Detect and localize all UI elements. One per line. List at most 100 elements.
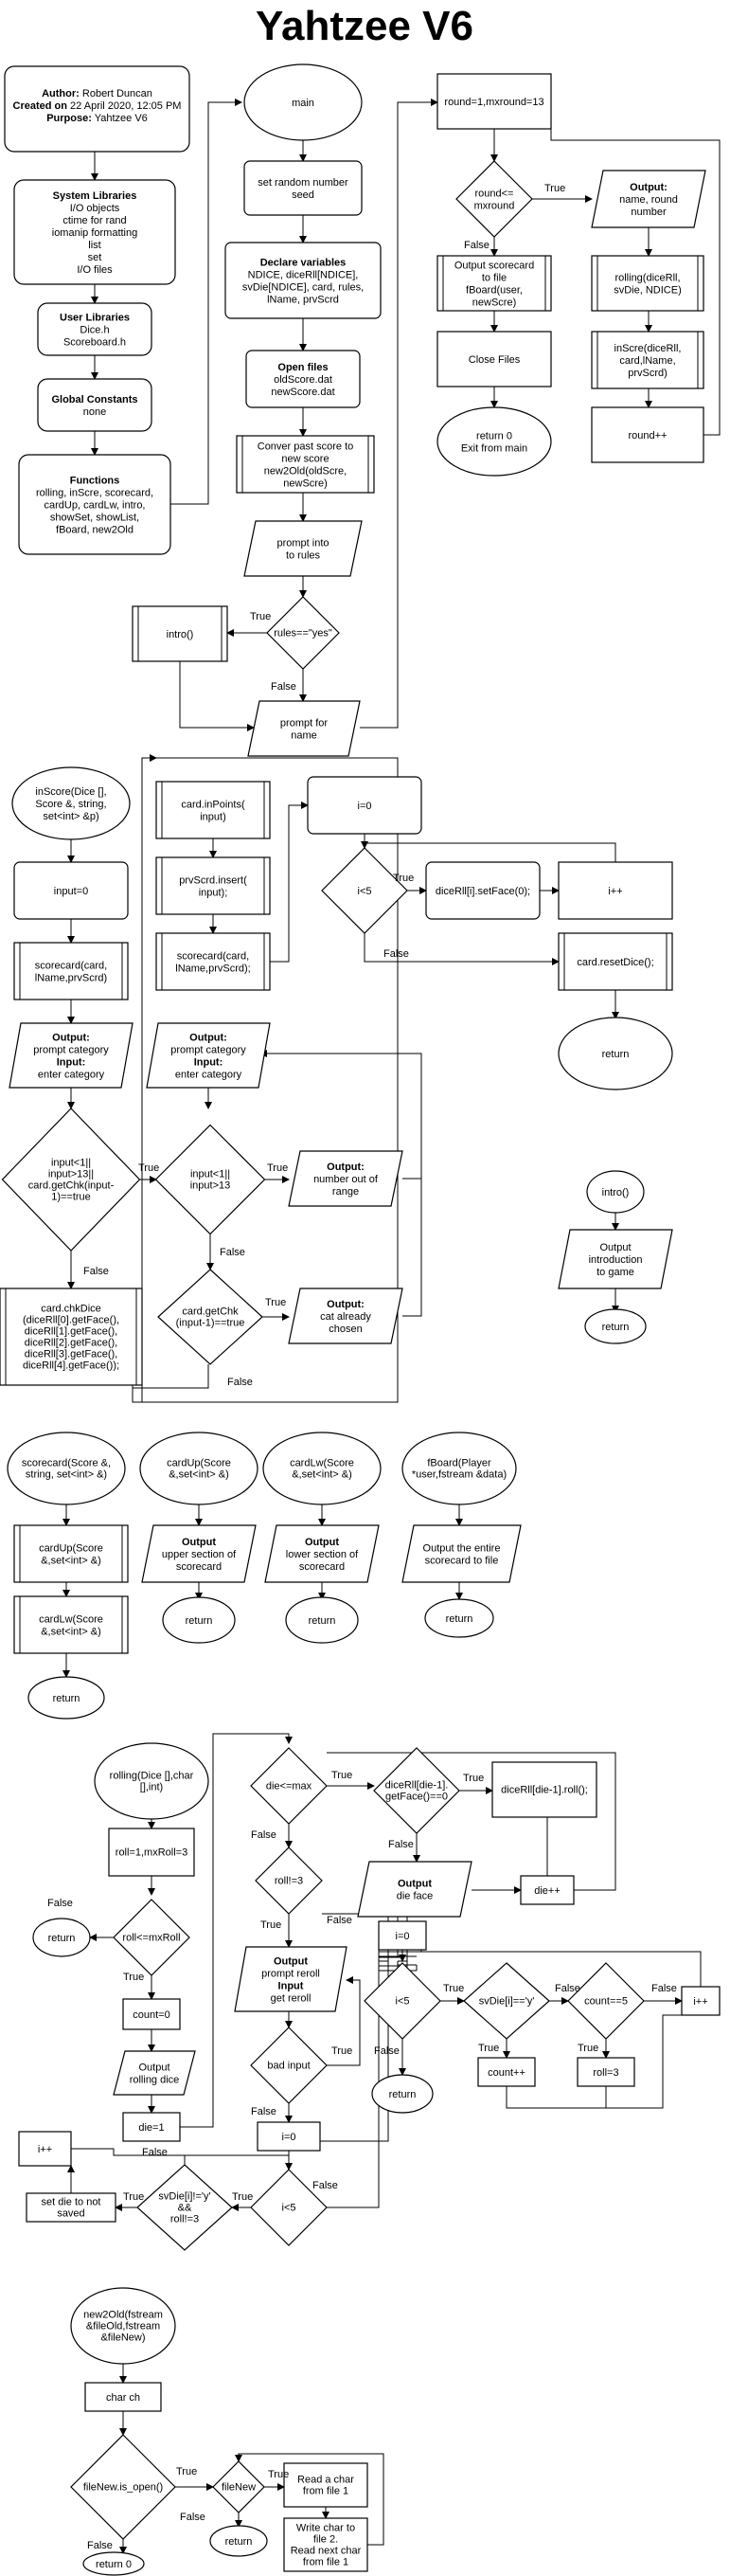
cardup-fn-start — [139, 1432, 258, 1505]
char-ch-box — [84, 2382, 162, 2412]
scorecard-call-2-box-text: scorecard(card,lName,prvScrd); — [175, 950, 250, 974]
round-inc-box — [591, 406, 704, 463]
intro-return — [584, 1308, 647, 1344]
read-char-box — [283, 2462, 368, 2508]
fboard-fn-start-text: fBoard(Player*user,fstream &data) — [412, 1458, 507, 1481]
set-seed-box — [243, 160, 363, 216]
chk-dice-box — [0, 1288, 143, 1386]
branch-label-true: True — [393, 873, 414, 884]
i-init-box — [307, 776, 422, 835]
rolling-return-2 — [371, 2074, 434, 2114]
inscre-decision-2-text: input<1||input>13 — [190, 1169, 231, 1192]
svdie2-decision — [463, 1962, 550, 2040]
roll-ne3-decision — [255, 1846, 323, 1915]
rules-decision — [266, 596, 340, 670]
output-name-round — [591, 170, 706, 228]
i-roll-decision — [250, 2169, 328, 2246]
open-files-box — [245, 350, 361, 408]
output-rolling — [113, 2050, 196, 2096]
branch-label-true: True — [544, 183, 565, 194]
in-points-box — [155, 781, 271, 839]
rolling-return-text: return — [48, 1933, 76, 1944]
count-inc-box-text: count++ — [488, 2067, 525, 2079]
inscre-return — [558, 1017, 673, 1090]
connector — [364, 933, 560, 965]
fboard-return — [424, 1598, 494, 1638]
prompt-category-2 — [146, 1022, 271, 1089]
new2old-start-text: new2Old(fstream&fileOld,fstream&fileNew) — [83, 2310, 163, 2344]
count-init-box — [122, 1998, 181, 2030]
rolling-start — [94, 1742, 209, 1820]
intro-call-box — [132, 605, 228, 662]
branch-label-false: False — [180, 2512, 205, 2523]
branch-label-false: False — [271, 681, 296, 693]
main-start — [243, 63, 363, 141]
branch-label-false: False — [220, 1247, 245, 1258]
diagram-title: Yahtzee V6 — [256, 3, 473, 49]
roll-decision — [113, 1899, 190, 1976]
chk-dice-box-text: card.chkDice(diceRll[0].getFace(),diceRl… — [23, 1304, 119, 1372]
set-face-box-text: diceRll[i].setFace(0); — [436, 886, 530, 897]
branch-label-false: False — [142, 2147, 168, 2158]
die-decision — [250, 1747, 328, 1825]
branch-label-false: False — [87, 2540, 113, 2551]
cardup-fn-start-text: cardUp(Score&,set<int> &) — [167, 1458, 231, 1481]
reset-dice-box — [558, 932, 673, 991]
inscre-return-text: return — [602, 1049, 630, 1060]
declare-variables-box — [224, 242, 382, 319]
connector — [179, 661, 255, 731]
roll-decision-text: roll<=mxRoll — [122, 1933, 180, 1944]
cardlw-return — [285, 1596, 359, 1644]
i-init-roll-box-text: i=0 — [282, 2132, 296, 2143]
cardup-call-box-text: cardUp(Score&,set<int> &) — [39, 1542, 103, 1566]
branch-label-false: False — [383, 948, 409, 960]
branch-label-true: True — [138, 1162, 159, 1174]
scorecard-call-box-text: scorecard(card,lName,prvScrd) — [35, 960, 107, 983]
close-files-box-text: Close Files — [469, 354, 521, 366]
die-decision-text: die<=max — [266, 1781, 312, 1792]
branch-label-false: False — [251, 2106, 276, 2117]
count-decision — [567, 1962, 645, 2040]
inscre-decision-1 — [1, 1108, 141, 1252]
connector — [402, 1179, 422, 1317]
roll-call-box-text: diceRll[die-1].roll(); — [501, 1785, 588, 1796]
rolling-call-box-text: rolling(diceRll,svDie, NDICE) — [614, 272, 682, 296]
file-open-decision — [70, 2434, 176, 2540]
i-roll-decision-text: i<5 — [282, 2203, 296, 2214]
intro-start — [586, 1170, 645, 1214]
scorecard-fn-return — [27, 1676, 105, 1720]
scorecard-fn-return-text: return — [53, 1693, 80, 1704]
branch-label-false: False — [388, 1839, 414, 1850]
branch-label-true: True — [331, 1770, 352, 1781]
connector — [360, 99, 438, 729]
cardup-return — [162, 1596, 236, 1644]
connector — [71, 2148, 289, 2156]
i-inc-box-text: i++ — [608, 886, 622, 897]
svdie2-decision-text: svDie[i]=='y' — [479, 1996, 535, 2008]
connector — [327, 1752, 616, 1891]
die-init-box-text: die=1 — [138, 2122, 164, 2134]
cardlw-fn-start — [262, 1432, 382, 1505]
output-file-box — [436, 255, 552, 312]
in-points-box-text: card.inPoints(input) — [181, 799, 245, 822]
inscre-decision-3 — [157, 1269, 263, 1365]
connector — [170, 99, 242, 505]
inscre-decision-3-text: card.getChk(input-1)==true — [176, 1306, 245, 1329]
output-already-chosen — [288, 1288, 403, 1344]
